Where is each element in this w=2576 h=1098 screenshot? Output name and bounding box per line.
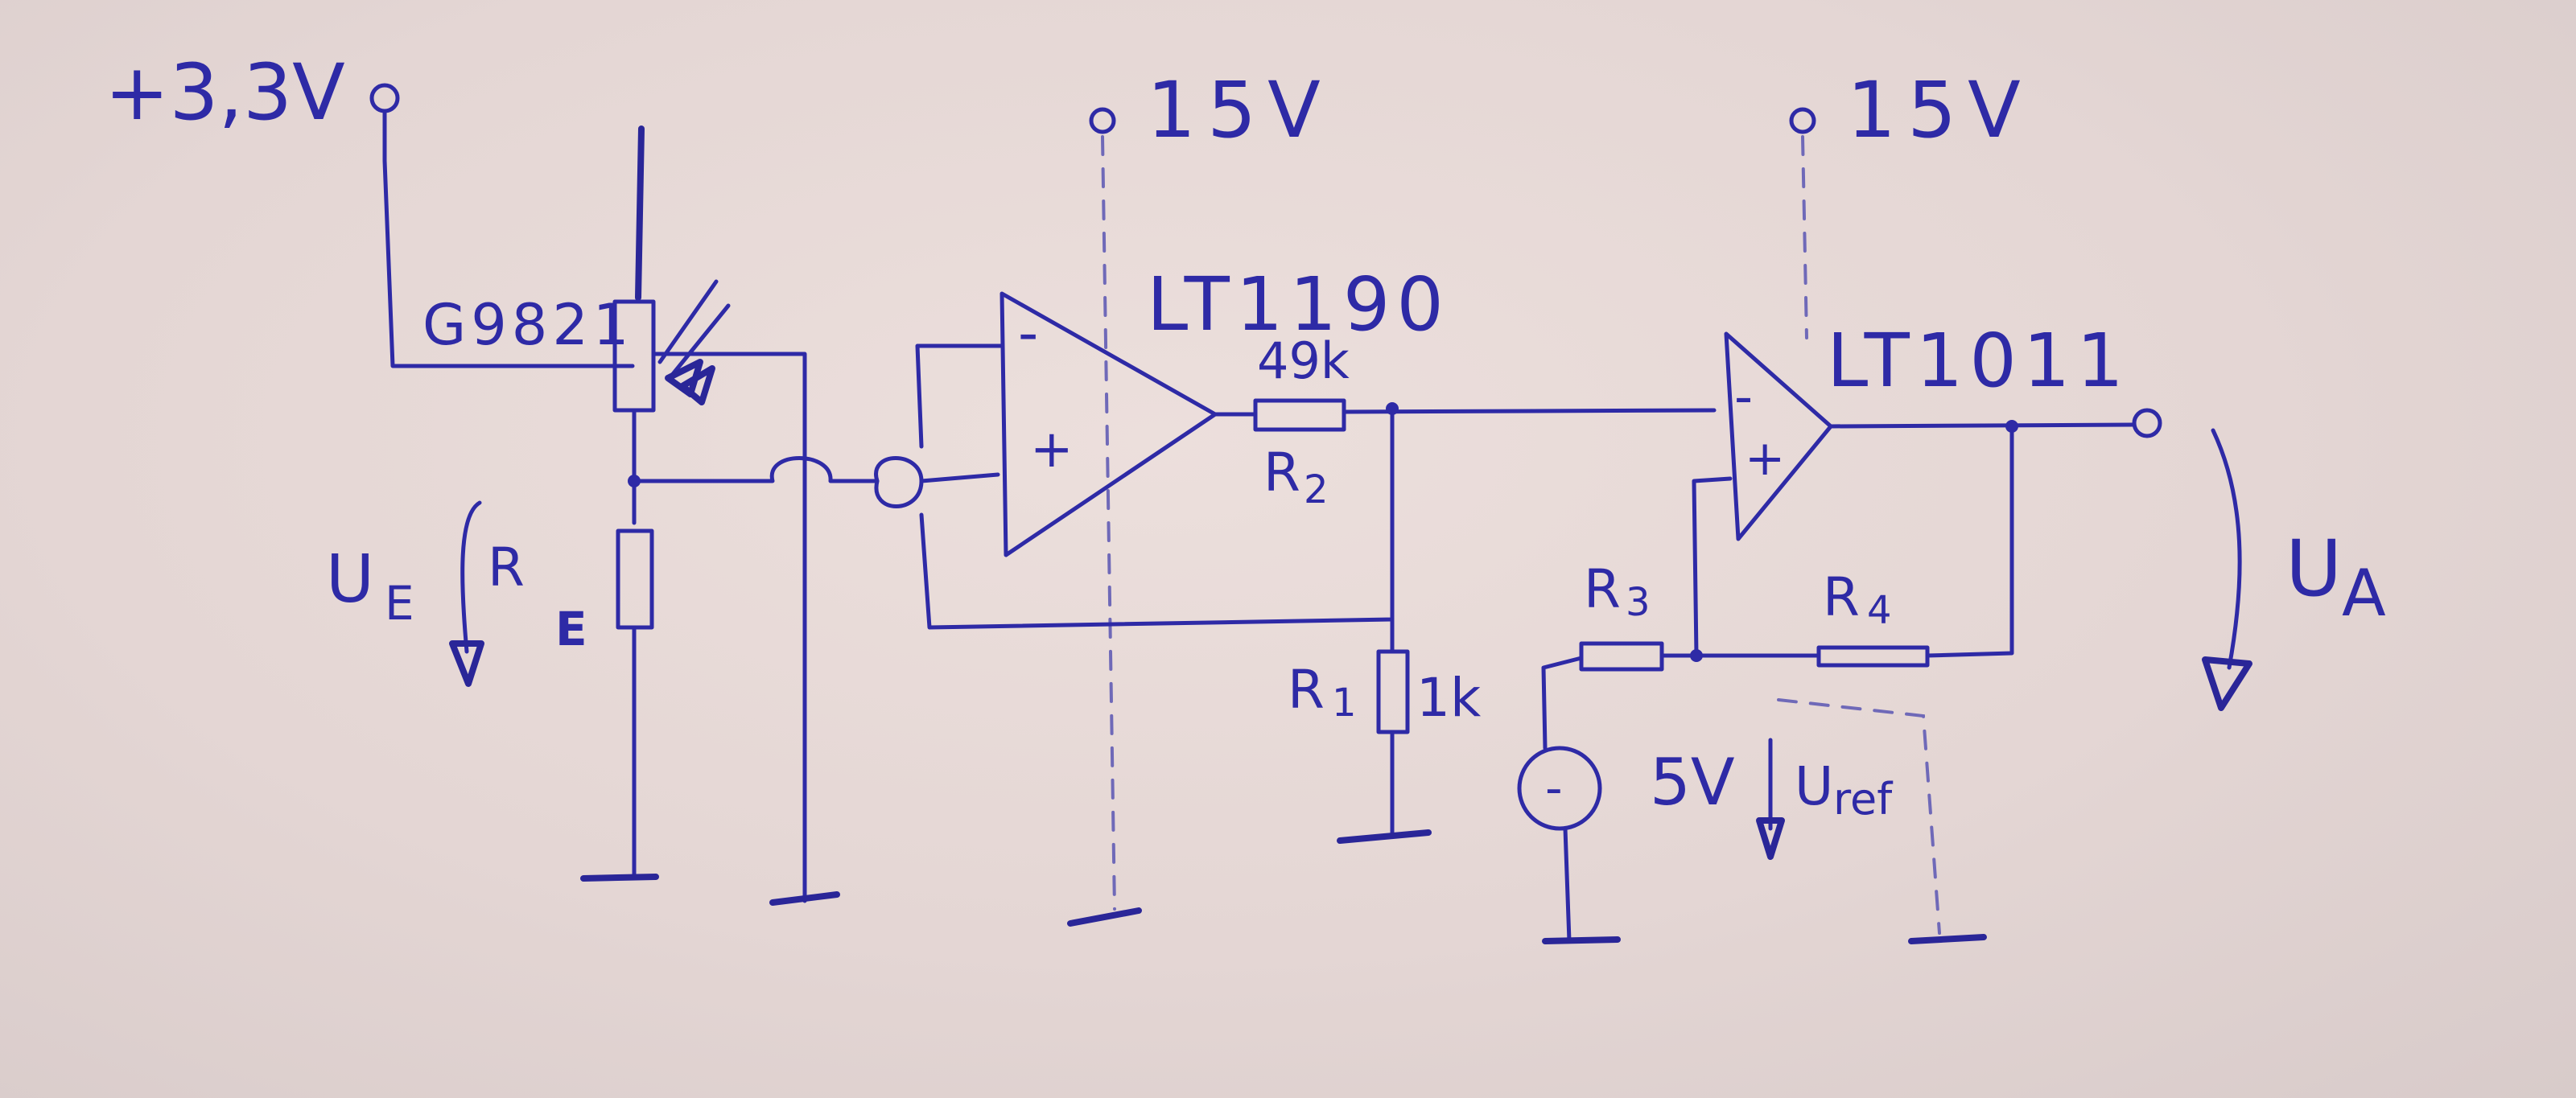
photodiode-label: G9821 (422, 292, 633, 358)
amp2-label: LT1011 (1827, 318, 2130, 404)
supply-15v-1-terminal (1089, 107, 1116, 134)
ua-subscript: A (2342, 556, 2386, 631)
wire-source-to-ground (1563, 826, 1572, 944)
ua-arrow-line (2211, 428, 2242, 670)
r2-label: R (1263, 442, 1300, 504)
resistor-r4-body (1816, 645, 1930, 668)
comparator-lt1011: - + LT1011 (1724, 318, 2130, 541)
wire-signal-to-amp1-plus (632, 456, 1000, 483)
node-output (2005, 420, 2018, 433)
supply-15v-2-terminal (1789, 107, 1816, 134)
supply-15v-1: 15V (1089, 65, 1332, 155)
r3-subscript: 3 (1626, 580, 1651, 625)
resistor-r2-body (1253, 398, 1346, 432)
r2-value: 49k (1257, 331, 1350, 390)
wire-amp1-minus-in (915, 343, 1004, 449)
resistor-r3-body (1579, 641, 1664, 672)
r1-subscript: 1 (1332, 681, 1357, 726)
uref-label: U (1795, 755, 1833, 817)
r1-value: 1k (1416, 667, 1482, 729)
wire-feedback-loop (919, 404, 1395, 630)
voltage-source-5v: - 5V (1517, 745, 1735, 831)
amp1-label: LT1190 (1147, 261, 1450, 347)
resistor-r1-body (1376, 649, 1410, 734)
photodiode-g9821: G9821 (422, 125, 731, 413)
r1-label: R (1288, 659, 1325, 721)
resistor-r2: 49k R 2 (1253, 331, 1350, 512)
supply-15v-2-dashed-rail (1777, 135, 1941, 935)
amp1-plus: + (1030, 420, 1074, 479)
ground-amp1 (1067, 907, 1142, 927)
re-subscript: E (555, 602, 587, 656)
ground-amp2 (1908, 934, 1987, 944)
supply-15v-1-label: 15V (1147, 65, 1332, 155)
ue-arrow-line (460, 500, 482, 654)
vref-value: 5V (1650, 745, 1735, 820)
ua-label: U (2285, 524, 2342, 614)
supply-3v3-terminal (369, 83, 400, 113)
r4-subscript: 4 (1867, 588, 1892, 633)
r2-subscript: 2 (1304, 467, 1329, 512)
light-arrow-heads (665, 359, 715, 405)
resistor-re-body (616, 528, 654, 630)
voltage-uref: U ref (1756, 738, 1894, 860)
supply-3v3-label: +3,3V (105, 47, 345, 138)
node-r2-r1 (1386, 402, 1399, 415)
opamp-lt1190-body (999, 291, 1218, 557)
ue-subscript: E (385, 576, 414, 631)
re-label: R (488, 537, 525, 598)
hop-lower (874, 479, 924, 508)
voltage-source-body (1517, 746, 1602, 831)
resistor-r4: R 4 (1816, 566, 1930, 668)
supply-15v-2: 15V (1789, 65, 2032, 155)
supply-3v3: +3,3V (105, 47, 400, 138)
opamp-lt1190: - + LT1190 (999, 261, 1450, 557)
supply-15v-1-dashed-rail (1101, 135, 1116, 911)
photodiode-top-lead (635, 125, 645, 301)
ground-r1 (1337, 829, 1432, 844)
ground-photodiode (769, 891, 840, 906)
ua-arrow-head (2202, 656, 2252, 711)
light-arrow-lines (657, 279, 731, 380)
r4-label: R (1823, 566, 1860, 628)
amp2-minus: - (1734, 368, 1753, 427)
voltage-ue: U E (326, 500, 484, 687)
wire-amp2-out (1828, 422, 2135, 429)
amp2-plus: + (1745, 430, 1785, 487)
wire-r2-to-amp2 (1342, 408, 1717, 414)
r3-label: R (1584, 558, 1621, 620)
wire-r3-to-source (1541, 656, 1584, 751)
amp1-minus: - (1018, 300, 1038, 366)
wire-supply-to-photodiode (382, 109, 635, 368)
ground-re (580, 874, 659, 882)
ue-label: U (326, 541, 374, 618)
comparator-lt1011-body (1724, 331, 1833, 541)
output-terminal (2132, 408, 2162, 438)
resistor-r3: R 3 (1579, 558, 1664, 672)
wire-amp2-plus (1692, 476, 1733, 658)
uref-subscript: ref (1833, 774, 1894, 825)
ground-source (1542, 936, 1621, 944)
resistor-re: R E (488, 528, 654, 656)
wire-photodiode-return (651, 352, 807, 903)
voltage-source-sign: - (1545, 760, 1563, 816)
ue-arrow-head (449, 640, 484, 687)
uref-arrow-head (1756, 817, 1785, 860)
wire-r4 (1694, 424, 2014, 658)
voltage-ua: U A (2202, 428, 2386, 711)
supply-15v-2-label: 15V (1847, 65, 2032, 155)
resistor-r1: R 1 1k (1288, 649, 1482, 734)
